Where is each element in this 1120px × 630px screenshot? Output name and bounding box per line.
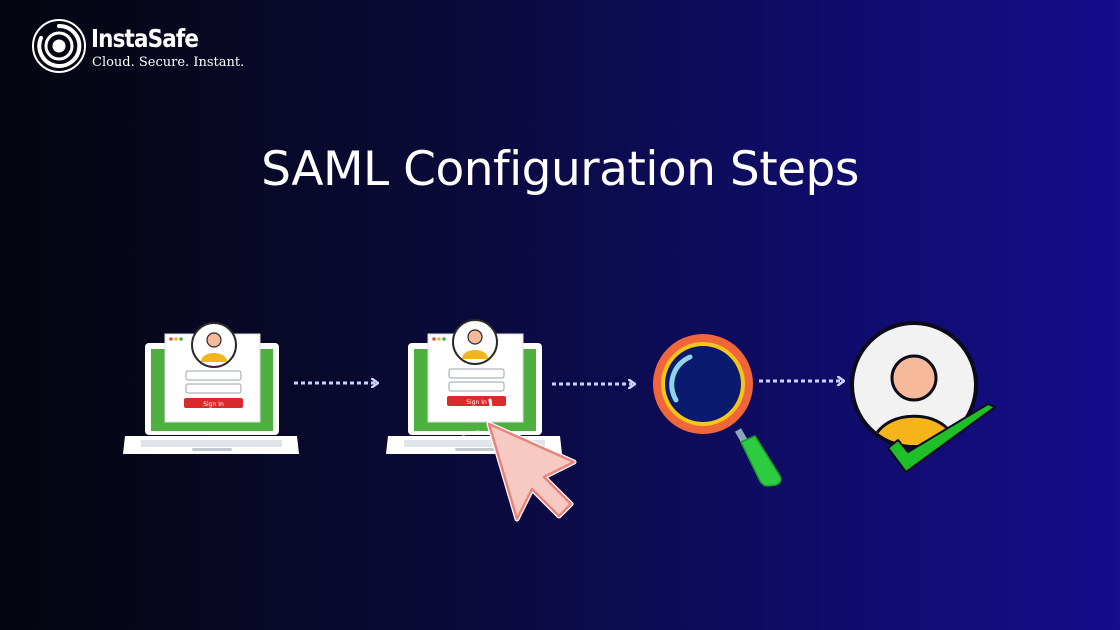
step-1-sign-in-label: Sign In — [203, 401, 224, 408]
checkmark-icon — [887, 403, 996, 473]
step-3-magnifying-glass-icon — [653, 334, 782, 487]
step-4-verified-user-icon — [850, 321, 996, 473]
step-2-sign-in-label: Sign In — [466, 399, 487, 406]
mouse-cursor-icon — [461, 398, 577, 522]
step-1-laptop-login-icon: Sign In — [123, 322, 299, 454]
page-title: SAML Configuration Steps — [261, 142, 859, 197]
instasafe-logo-mark-icon — [32, 19, 86, 73]
brand-tagline: Cloud. Secure. Instant. — [92, 55, 245, 70]
instasafe-logo: InstaSafe Cloud. Secure. Instant. — [31, 18, 244, 76]
step-2-laptop-login-click-icon: Sign In — [386, 319, 577, 522]
brand-name: InstaSafe — [91, 24, 199, 53]
